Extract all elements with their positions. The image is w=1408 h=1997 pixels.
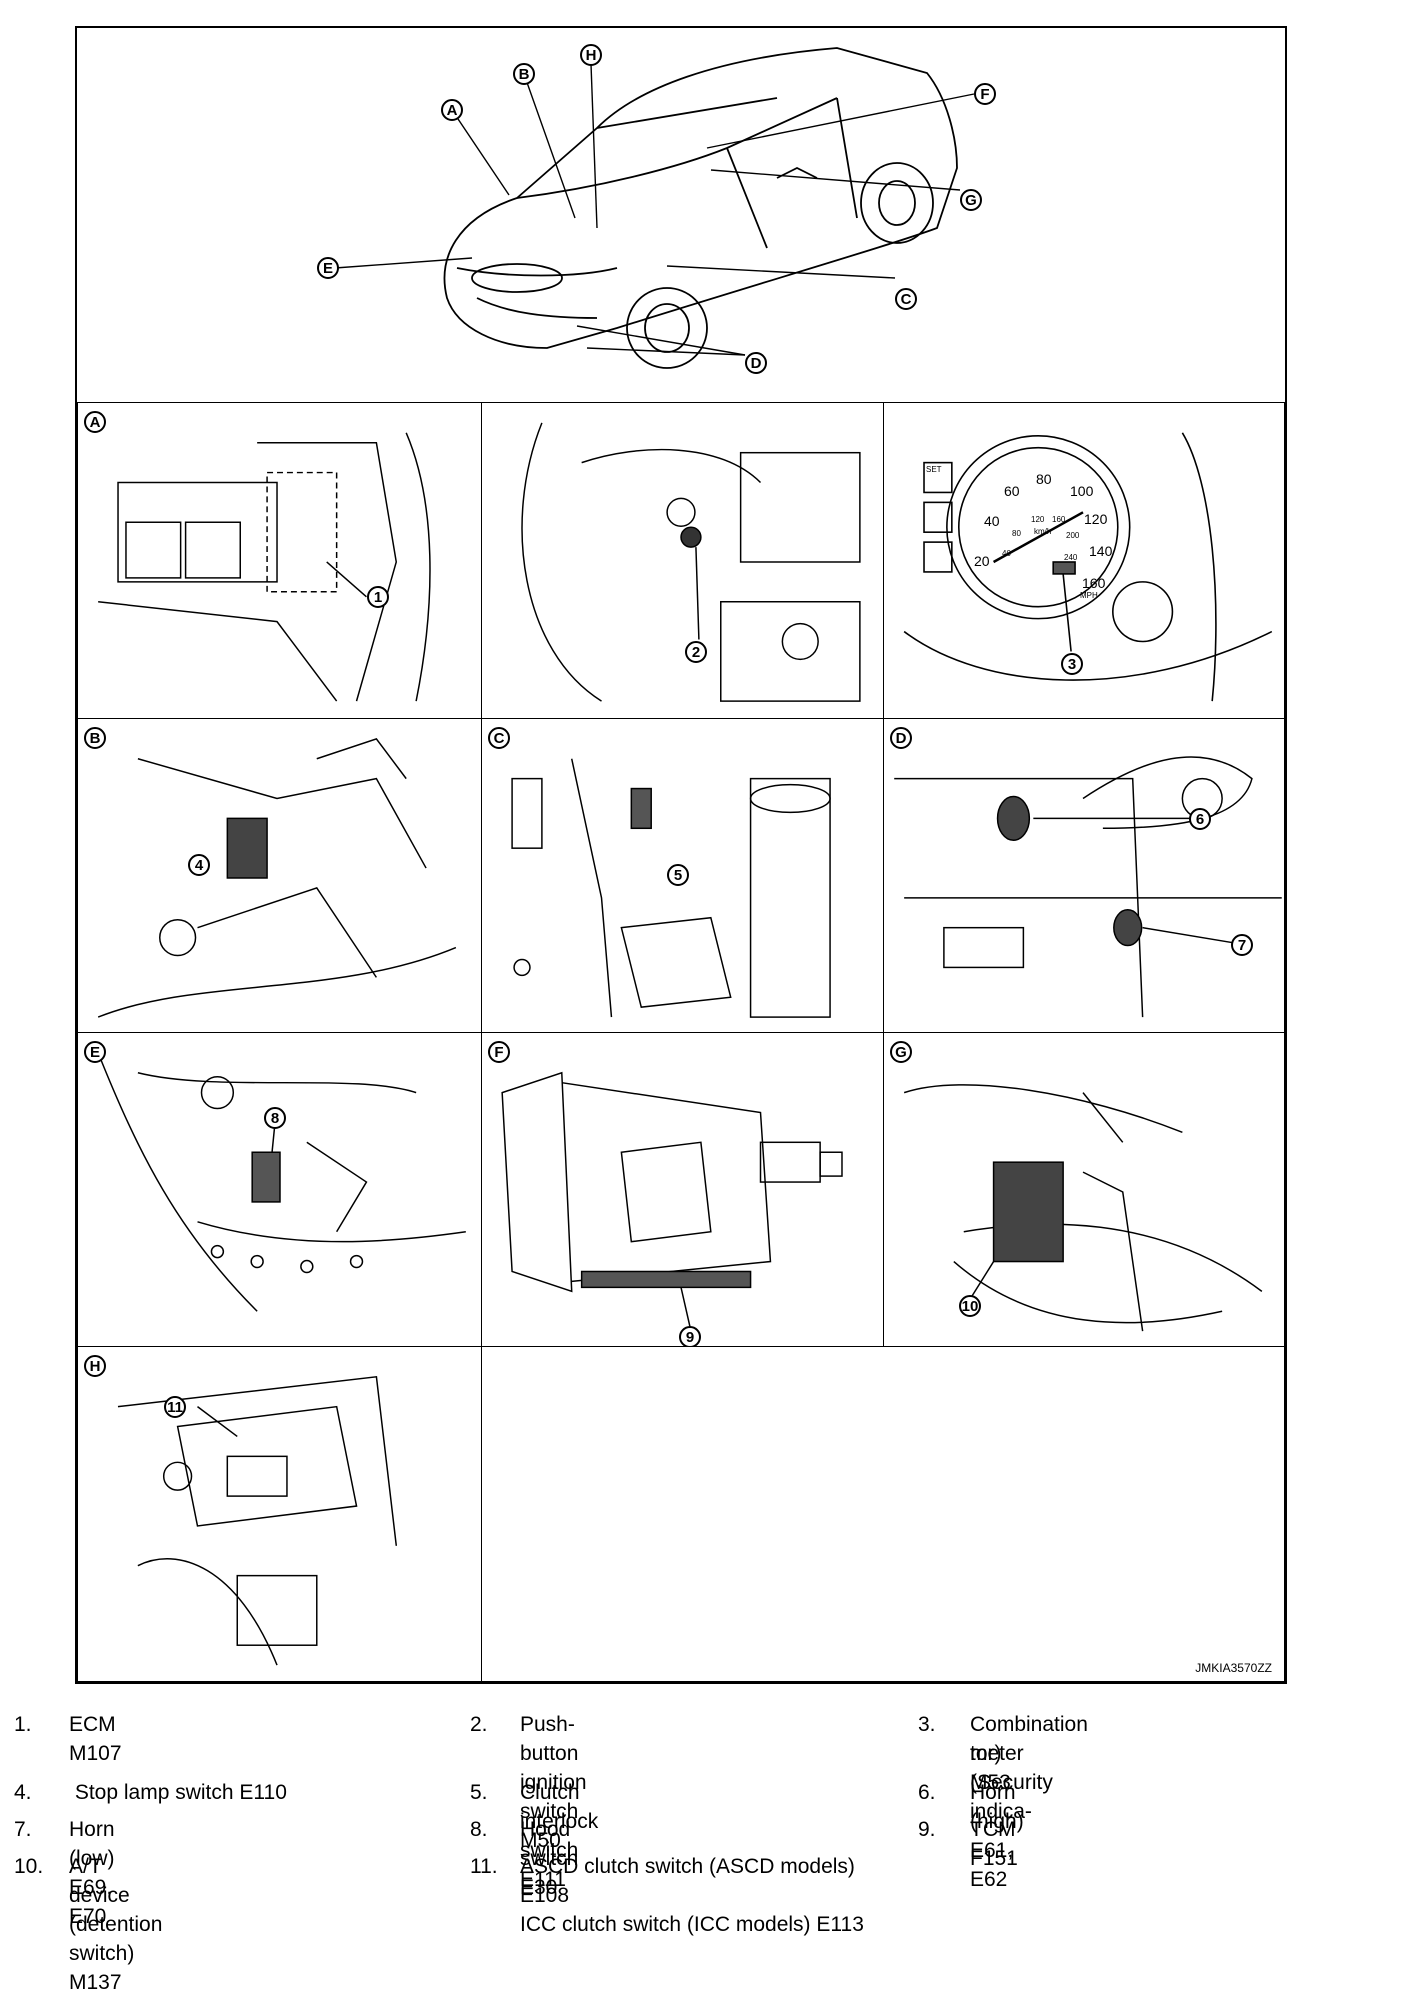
callout-E: E [317,257,339,279]
panel-letter-B: B [84,727,106,749]
callout-11: 11 [164,1396,186,1418]
ecm-illustration [98,432,431,702]
meter-mph-unit: MPH [1080,591,1098,600]
figure-code: JMKIA3570ZZ [1195,1661,1272,1675]
legend-text: Horn (low) E69, E70 [69,1818,115,1928]
legend-text: Stop lamp switch E110 [69,1781,287,1804]
overview-panel: A B H F G E C D [77,28,1285,404]
hood-switch-illustration [97,1052,466,1312]
callout-F: F [974,83,996,105]
callout-3: 3 [1061,653,1083,675]
meter-kmh-200: 200 [1066,531,1080,540]
panel-letter-H: H [84,1355,106,1377]
meter-speed-140: 140 [1089,543,1113,559]
panel-ecm: A 1 [77,402,483,720]
callout-8: 8 [264,1107,286,1129]
tcm-illustration [501,1071,843,1332]
legend-num: 2. [470,1713,488,1736]
callout-6: 6 [1189,808,1211,830]
panel-stop-lamp-switch: B 4 [77,718,483,1034]
legend-text-cont: ICC clutch switch (ICC models) E113 [520,1913,864,1936]
meter-speed-120: 120 [1084,511,1108,527]
callout-10: 10 [959,1295,981,1317]
panel-letter-C: C [488,727,510,749]
combination-meter-illustration [903,432,1273,702]
legend-text: A/T device (detention switch) M137 [69,1855,163,1994]
meter-kmh-160: 160 [1052,515,1066,524]
legend-num: 6. [918,1781,936,1804]
legend-text: ECM M107 [69,1713,122,1765]
callout-4: 4 [188,854,210,876]
meter-kmh-80: 80 [1012,529,1021,538]
horns-illustration [894,756,1282,1018]
panel-tcm: F 9 [481,1032,885,1348]
meter-kmh-120: 120 [1031,515,1045,524]
legend-text: ASCD clutch switch (ASCD models) [520,1855,855,1878]
meter-speed-40: 40 [984,513,1000,529]
callout-7: 7 [1231,934,1253,956]
panel-ascd-icc-clutch-switch: H 11 [77,1346,483,1682]
meter-speed-80: 80 [1036,471,1052,487]
legend-text-cont: tor) M53 [970,1742,1011,1794]
meter-speed-60: 60 [1004,483,1020,499]
callout-5: 5 [667,864,689,886]
callout-C: C [895,288,917,310]
panel-letter-A: A [84,411,106,433]
meter-kmh-240: 240 [1064,553,1078,562]
legend-text: Horn (high) E61, E62 [970,1781,1024,1891]
meter-speed-160: 160 [1082,575,1106,591]
legend-text: Push-button ignition switch M50 [520,1713,587,1852]
car-illustration [334,47,975,369]
panel-clutch-interlock-switch: C 5 [481,718,885,1034]
callout-B: B [513,63,535,85]
callout-9: 9 [679,1326,701,1347]
panel-combination-meter: 20 40 60 80 100 120 140 160 40 80 120 16… [883,402,1285,720]
legend-text: Clutch interlock switch E111 [520,1781,599,1891]
panel-letter-D: D [890,727,912,749]
legend-text: TCM F151 [970,1818,1018,1870]
meter-set-label: SET [926,465,942,474]
panel-at-device: G 10 [883,1032,1285,1348]
at-device-illustration [903,1084,1263,1332]
legend-num: 8. [470,1818,488,1841]
legend-num: 5. [470,1781,488,1804]
legend-num: 11. [470,1855,498,1878]
panel-ignition-switch: 2 [481,402,885,720]
clutch-switch-illustration [117,1375,398,1666]
clutch-interlock-illustration [511,758,831,1018]
meter-kmh-unit: km/h [1034,527,1052,536]
legend-num: 7. [14,1818,32,1841]
legend-num: 10. [14,1855,44,1878]
legend-text: Hood switch E30 [520,1818,579,1899]
panel-letter-F: F [488,1041,510,1063]
legend-num: 4. [14,1781,32,1804]
meter-kmh-40: 40 [1002,549,1011,558]
meter-speed-100: 100 [1070,483,1094,499]
panel-horns: D 6 7 [883,718,1285,1034]
callout-2: 2 [685,641,707,663]
component-location-figure: A B H F G E C D A 1 2 20 40 60 80 [75,26,1287,1684]
ignition-switch-illustration [521,422,861,702]
stop-lamp-switch-illustration [97,737,457,1018]
legend-num: 3. [918,1713,936,1736]
callout-A: A [441,99,463,121]
panel-hood-switch: E 8 [77,1032,483,1348]
callout-D: D [745,352,767,374]
legend-text-cont: E108 [520,1884,570,1907]
panel-empty: JMKIA3570ZZ [481,1346,1285,1682]
meter-speed-20: 20 [974,553,990,569]
panel-letter-G: G [890,1041,912,1063]
callout-H: H [580,44,602,66]
callout-1: 1 [367,586,389,608]
legend-text: Combination meter (Security indica- [970,1713,1088,1823]
panel-letter-E: E [84,1041,106,1063]
legend-num: 9. [918,1818,936,1841]
legend-num: 1. [14,1713,32,1736]
callout-G: G [960,189,982,211]
